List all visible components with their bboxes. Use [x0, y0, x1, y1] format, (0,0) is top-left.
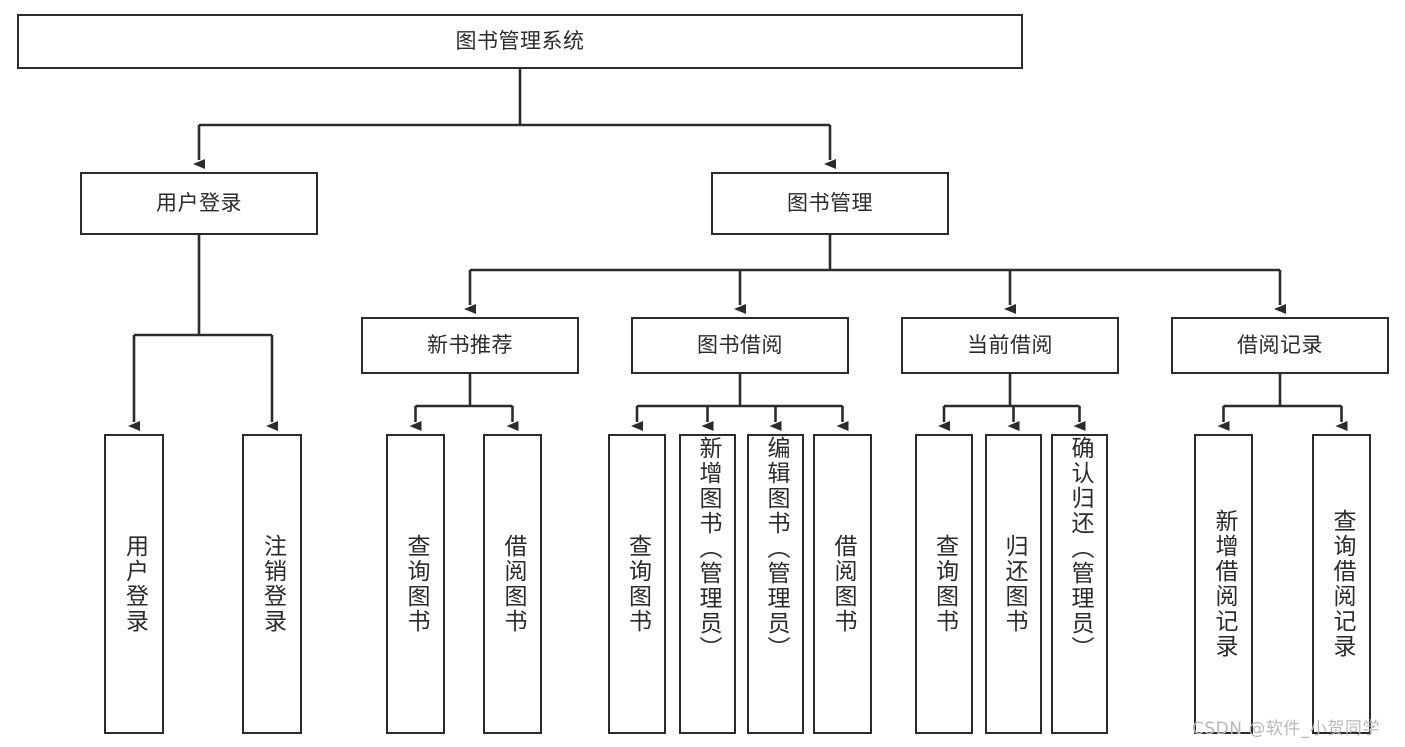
- node-leaf-query-borrow-record[interactable]: 查询借阅记录: [1312, 434, 1371, 734]
- node-label: 用户登录: [121, 534, 148, 634]
- node-current-borrow[interactable]: 当前借阅: [901, 317, 1119, 374]
- node-leaf-user-login[interactable]: 用户登录: [104, 434, 164, 734]
- node-label: 确认归还（管理员）: [1067, 436, 1093, 661]
- node-label: 新书推荐: [427, 333, 513, 358]
- node-label: 借阅记录: [1237, 333, 1323, 358]
- node-label: 注销登录: [259, 534, 286, 634]
- node-label: 借阅图书: [500, 534, 526, 634]
- node-book-management[interactable]: 图书管理: [711, 172, 949, 235]
- node-label: 新增图书（管理员）: [695, 436, 721, 661]
- node-label: 图书借阅: [697, 333, 783, 358]
- node-leaf-add-book-admin[interactable]: 新增图书（管理员）: [679, 434, 736, 734]
- node-label: 查询图书: [403, 534, 429, 634]
- node-leaf-borrow-book-2[interactable]: 借阅图书: [813, 434, 872, 734]
- node-leaf-add-borrow-record[interactable]: 新增借阅记录: [1194, 434, 1253, 734]
- node-label: 归还图书: [1001, 534, 1027, 634]
- node-leaf-query-book-2[interactable]: 查询图书: [608, 434, 666, 734]
- node-root[interactable]: 图书管理系统: [17, 14, 1023, 69]
- node-label: 编辑图书（管理员）: [763, 436, 789, 661]
- node-leaf-edit-book-admin[interactable]: 编辑图书（管理员）: [747, 434, 804, 734]
- node-leaf-query-book-1[interactable]: 查询图书: [386, 434, 445, 734]
- node-label: 图书管理系统: [455, 29, 585, 54]
- node-new-book-recommend[interactable]: 新书推荐: [361, 317, 579, 374]
- node-label: 查询图书: [624, 534, 651, 634]
- node-label: 用户登录: [156, 191, 242, 216]
- node-label: 新增借阅记录: [1211, 509, 1237, 659]
- node-label: 查询借阅记录: [1329, 509, 1355, 659]
- node-borrow-record[interactable]: 借阅记录: [1171, 317, 1389, 374]
- node-book-borrow[interactable]: 图书借阅: [631, 317, 849, 374]
- node-leaf-confirm-return-admin[interactable]: 确认归还（管理员）: [1051, 434, 1108, 734]
- node-leaf-logout[interactable]: 注销登录: [242, 434, 302, 734]
- node-leaf-return-book[interactable]: 归还图书: [985, 434, 1042, 734]
- node-leaf-query-book-3[interactable]: 查询图书: [915, 434, 973, 734]
- node-label: 借阅图书: [830, 534, 856, 634]
- node-label: 当前借阅: [967, 333, 1053, 358]
- node-user-login[interactable]: 用户登录: [80, 172, 318, 235]
- node-label: 查询图书: [931, 534, 958, 634]
- node-label: 图书管理: [787, 191, 873, 216]
- csdn-watermark: CSDN @软件_小贺同学: [1192, 719, 1380, 739]
- node-leaf-borrow-book-1[interactable]: 借阅图书: [483, 434, 542, 734]
